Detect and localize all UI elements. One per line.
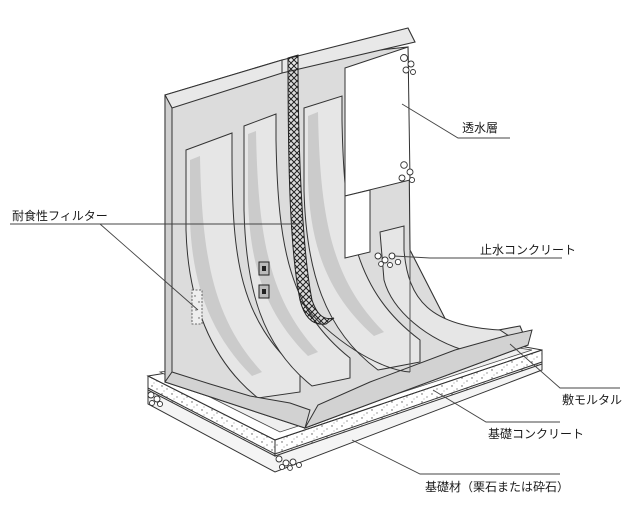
leader-basemat	[351, 439, 560, 475]
label-water-stop-concrete: 止水コンクリート	[480, 243, 577, 257]
expansion-joint	[287, 54, 411, 373]
corrosion-filter-patches	[191, 289, 203, 325]
label-corrosion-filter: 耐食性フィルター	[12, 209, 108, 223]
leader-basecon	[432, 389, 560, 423]
label-bedding-mortar: 敷モルタル	[562, 393, 623, 407]
label-permeable-layer: 透水層	[462, 121, 499, 135]
leader-permeable	[401, 103, 510, 139]
drain-holes	[258, 261, 270, 299]
leader-lines	[10, 103, 620, 475]
label-base-material: 基礎材（栗石または砕石）	[425, 480, 570, 494]
leader-mortar	[509, 343, 620, 389]
leader-waterstop	[393, 255, 562, 259]
label-base-concrete: 基礎コンクリート	[488, 427, 585, 441]
permeable-layer	[344, 46, 416, 268]
